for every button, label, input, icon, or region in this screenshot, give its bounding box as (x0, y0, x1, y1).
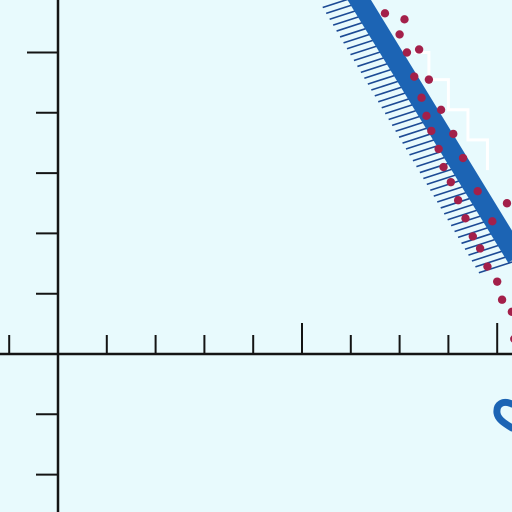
data-point (400, 15, 409, 24)
data-point (446, 177, 456, 187)
band-layer (347, 0, 512, 263)
data-point (439, 162, 448, 172)
data-point (475, 244, 485, 253)
data-point (380, 9, 390, 18)
data-point (410, 72, 419, 81)
data-point (502, 199, 512, 208)
data-point (417, 93, 426, 102)
data-point (402, 48, 412, 57)
data-point (422, 111, 431, 121)
data-point (436, 105, 446, 114)
band-stripe (414, 51, 489, 171)
data-point (424, 75, 434, 84)
data-point (497, 295, 507, 304)
partial-glyph-layer (493, 398, 512, 432)
data-point (473, 186, 482, 196)
data-point (461, 214, 470, 223)
partial-glyph (493, 398, 512, 432)
data-point (434, 144, 443, 154)
point-layer (380, 9, 512, 343)
hatch-mark (478, 261, 512, 274)
data-point (453, 196, 463, 205)
band-line (347, 0, 512, 263)
hatch-mark (322, 0, 349, 9)
data-point (488, 217, 497, 226)
data-point (427, 126, 436, 136)
data-point (483, 262, 492, 271)
data-point (468, 232, 477, 241)
data-point (458, 153, 468, 163)
data-point (414, 45, 424, 54)
data-point (507, 307, 512, 316)
data-point (395, 30, 404, 39)
data-point (449, 129, 458, 139)
data-point (493, 277, 502, 286)
